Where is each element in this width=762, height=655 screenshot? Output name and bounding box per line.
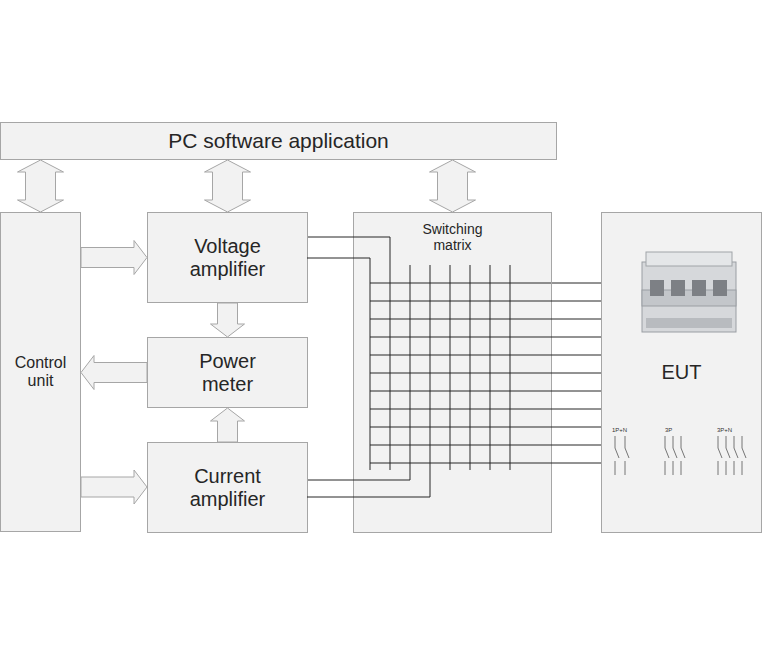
wire-connector (308, 237, 353, 238)
matrix-box: Switching matrix (353, 212, 552, 533)
control-box: Control unit (0, 212, 81, 532)
node-text: Power meter (173, 350, 283, 396)
node-text: Voltage amplifier (173, 235, 283, 281)
amplifier-box: Voltage amplifier (147, 212, 308, 303)
node-text: Control unit (6, 354, 76, 391)
node-text: Current amplifier (173, 465, 283, 511)
node-text: EUT (662, 361, 702, 384)
block-arrow (205, 160, 251, 212)
node-text: Switching matrix (413, 221, 493, 253)
pole-label: 3P (665, 427, 672, 433)
wire-connector (308, 480, 353, 481)
block-arrow (81, 241, 147, 275)
pole-label: 3P+N (717, 427, 732, 433)
meter-box: Power meter (147, 337, 308, 408)
amplifier-box: Current amplifier (147, 442, 308, 533)
wire-connector (552, 283, 601, 284)
eut-box: EUT 1P+N 3P 3P+N (601, 212, 762, 533)
block-arrow (81, 470, 147, 504)
block-arrow (211, 408, 245, 442)
software-band: PC software application (0, 122, 557, 160)
pole-label: 1P+N (612, 427, 627, 433)
block-arrow (18, 160, 64, 212)
block-arrow (81, 356, 147, 390)
block-arrow (430, 160, 476, 212)
block-arrow (211, 303, 245, 337)
node-text: PC software application (168, 129, 389, 153)
